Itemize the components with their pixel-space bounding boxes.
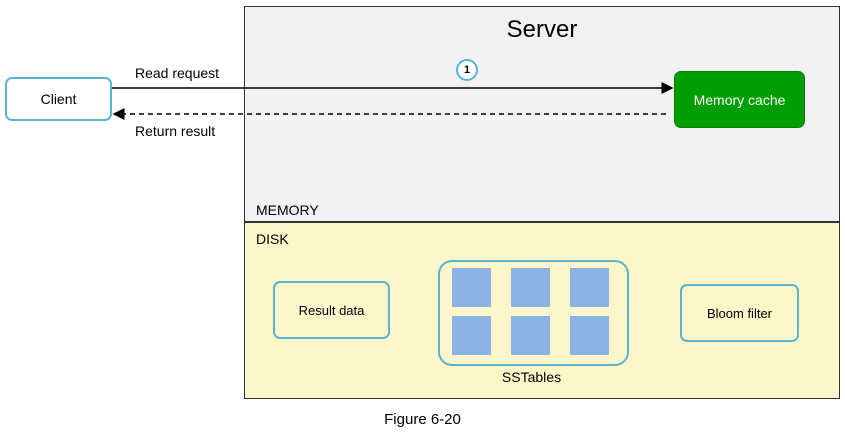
memory-cache-label: Memory cache	[693, 91, 786, 108]
sstable-block	[452, 268, 491, 307]
memory-cache-node: Memory cache	[674, 71, 805, 128]
result-data-label: Result data	[298, 302, 365, 318]
disk-region	[244, 222, 840, 399]
client-label: Client	[40, 91, 77, 107]
bloom-filter-node: Bloom filter	[680, 284, 799, 342]
result-data-node: Result data	[273, 281, 390, 339]
sstable-block	[511, 268, 550, 307]
memory-label: MEMORY	[256, 202, 319, 218]
step-badge: 1	[456, 59, 478, 81]
read-request-label: Read request	[135, 65, 220, 81]
sstable-block	[452, 316, 491, 355]
return-result-label: Return result	[135, 123, 216, 139]
server-title: Server	[506, 16, 578, 43]
sstable-block	[570, 268, 609, 307]
sstables-node	[438, 260, 629, 366]
bloom-filter-label: Bloom filter	[706, 305, 773, 321]
sstable-block	[570, 316, 609, 355]
figure-caption: Figure 6-20	[384, 411, 461, 428]
disk-label: DISK	[256, 231, 289, 247]
client-node: Client	[5, 77, 112, 121]
sstables-label: SSTables	[501, 369, 562, 385]
sstable-block	[511, 316, 550, 355]
